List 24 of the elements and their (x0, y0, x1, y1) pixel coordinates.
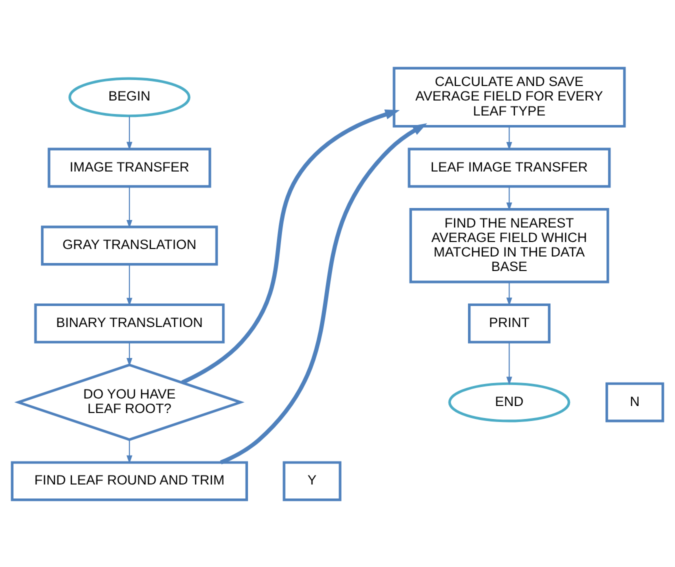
node-box: PRINT (468, 302, 550, 343)
arrow (506, 126, 512, 150)
arrow (506, 282, 512, 306)
arrow (506, 342, 512, 385)
node-box: FIND THE NEAREST AVERAGE FIELD WHICH MATCHED IN THE DATA BASE (409, 207, 610, 283)
node-box: IMAGE TRANSFER (48, 147, 212, 188)
arrow (126, 264, 132, 306)
node-box: N (606, 382, 664, 422)
node-box: Y (282, 460, 342, 501)
node-ellipse: BEGIN (68, 76, 190, 117)
arrow (506, 186, 512, 210)
node-ellipse: END (448, 382, 570, 422)
node-box: LEAF IMAGE TRANSFER (408, 147, 611, 188)
arrow (181, 109, 400, 384)
node-box: GRAY TRANSLATION (40, 225, 218, 266)
node-box: FIND LEAF ROUND AND TRIM (10, 460, 248, 501)
node-box: CALCULATE AND SAVE AVERAGE FIELD FOR EVERY LEAF TYPE (392, 66, 626, 128)
node-diamond: DO YOU HAVE LEAF ROOT? (14, 363, 245, 441)
arrow (126, 342, 132, 366)
arrow (220, 122, 428, 464)
arrow (126, 439, 132, 464)
arrow (126, 116, 132, 150)
node-box: BINARY TRANSLATION (34, 302, 225, 343)
arrow (126, 186, 132, 228)
